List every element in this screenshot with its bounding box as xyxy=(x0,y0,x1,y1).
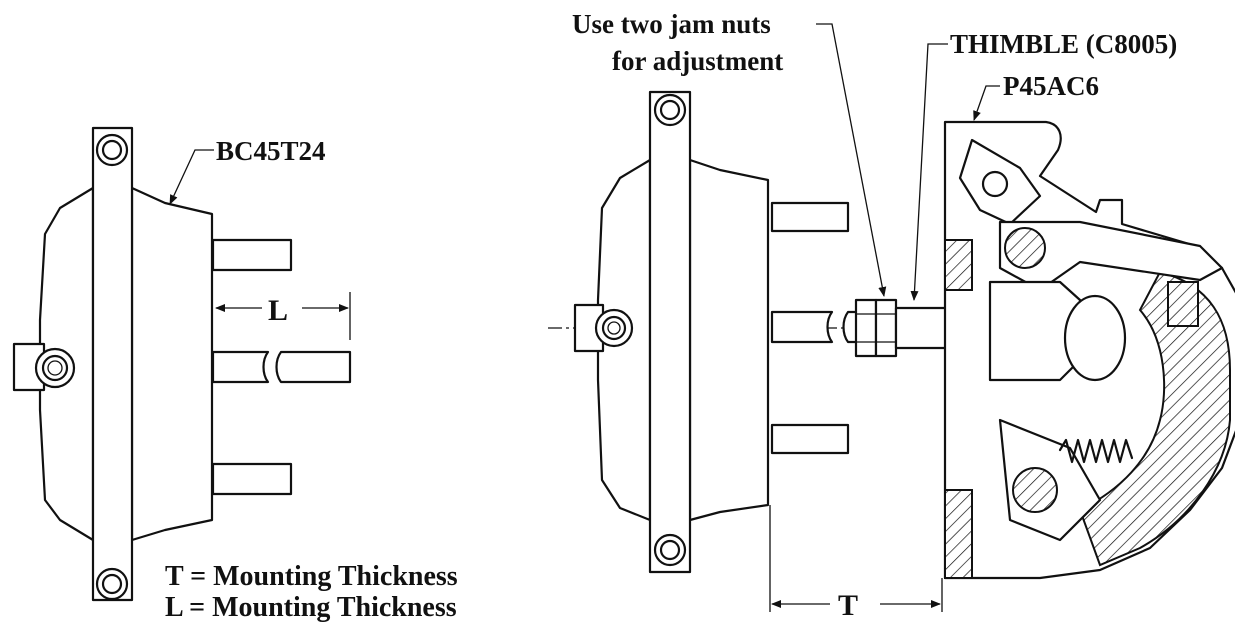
jam-nuts xyxy=(854,298,898,358)
left-chamber-body xyxy=(130,186,214,542)
left-chamber xyxy=(12,126,352,602)
valve-label: P45AC6 xyxy=(1003,71,1099,101)
t-dimension-label: T xyxy=(838,589,858,622)
left-part-label: BC45T24 xyxy=(216,136,326,166)
spring xyxy=(1058,438,1134,464)
legend-l: L = Mounting Thickness xyxy=(165,592,457,623)
jam-nuts-label-line2: for adjustment xyxy=(612,46,783,76)
l-dimension: L xyxy=(215,292,351,340)
thimble-label: THIMBLE (C8005) xyxy=(950,29,1177,59)
left-studs xyxy=(211,238,352,496)
l-dimension-label: L xyxy=(268,294,288,327)
right-chamber xyxy=(573,90,902,574)
left-clamp-band xyxy=(91,126,134,602)
t-dimension: T xyxy=(769,505,943,622)
p45ac6-body xyxy=(943,120,1235,580)
jam-nuts-label-line1: Use two jam nuts xyxy=(572,9,771,39)
legend-t: T = Mounting Thickness xyxy=(165,561,458,592)
